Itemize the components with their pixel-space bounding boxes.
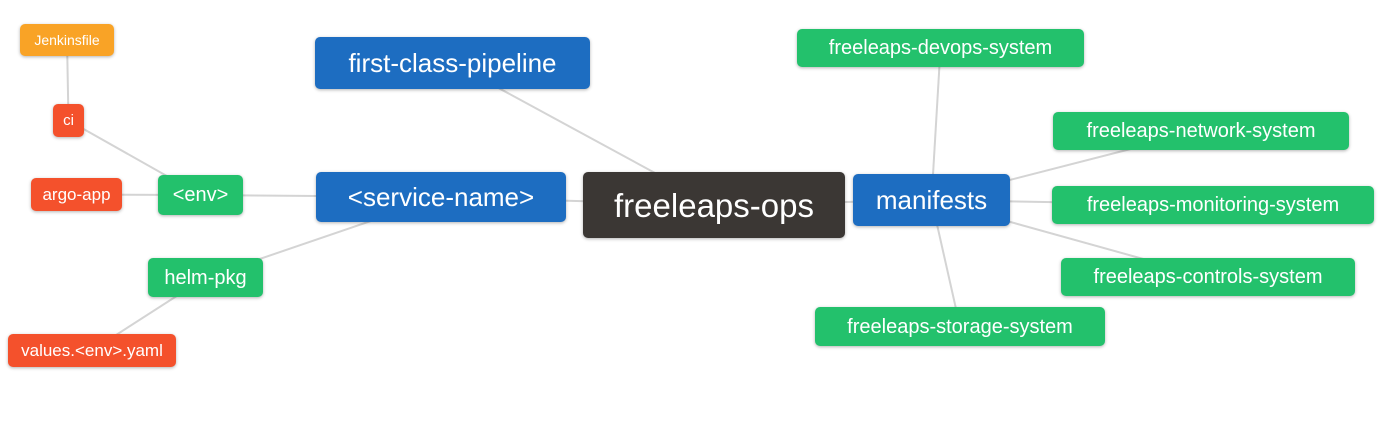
node-label: <env>: [172, 184, 229, 206]
node-freeleaps-storage-system[interactable]: freeleaps-storage-system: [815, 307, 1105, 346]
node-label: argo-app: [42, 185, 111, 204]
node-argo-app[interactable]: argo-app: [31, 178, 122, 211]
node-label: freeleaps-network-system: [1086, 120, 1316, 142]
node-first-class-pipeline[interactable]: first-class-pipeline: [315, 37, 590, 89]
node-ci[interactable]: ci: [53, 104, 84, 137]
node-helm-pkg[interactable]: helm-pkg: [148, 258, 263, 297]
node-label: freeleaps-ops: [614, 186, 814, 224]
node-label: <service-name>: [347, 182, 535, 212]
node-env[interactable]: <env>: [158, 175, 243, 215]
node-freeleaps-monitoring-system[interactable]: freeleaps-monitoring-system: [1052, 186, 1374, 224]
node-label: freeleaps-controls-system: [1093, 266, 1323, 288]
node-service-name[interactable]: <service-name>: [316, 172, 566, 222]
node-freeleaps-devops-system[interactable]: freeleaps-devops-system: [797, 29, 1084, 67]
node-values-env-yaml[interactable]: values.<env>.yaml: [8, 334, 176, 367]
node-label: helm-pkg: [164, 266, 247, 289]
node-label: Jenkinsfile: [34, 32, 100, 48]
node-jenkinsfile[interactable]: Jenkinsfile: [20, 24, 114, 56]
node-label: first-class-pipeline: [348, 48, 557, 78]
node-freeleaps-controls-system[interactable]: freeleaps-controls-system: [1061, 258, 1355, 296]
node-label: freeleaps-devops-system: [828, 37, 1053, 59]
node-manifests[interactable]: manifests: [853, 174, 1010, 226]
node-label: ci: [63, 112, 74, 129]
node-label: manifests: [875, 185, 988, 215]
node-label: freeleaps-storage-system: [847, 315, 1073, 338]
node-freeleaps-network-system[interactable]: freeleaps-network-system: [1053, 112, 1349, 150]
node-freeleaps-ops[interactable]: freeleaps-ops: [583, 172, 845, 238]
node-label: values.<env>.yaml: [21, 341, 163, 360]
node-label: freeleaps-monitoring-system: [1086, 194, 1340, 216]
